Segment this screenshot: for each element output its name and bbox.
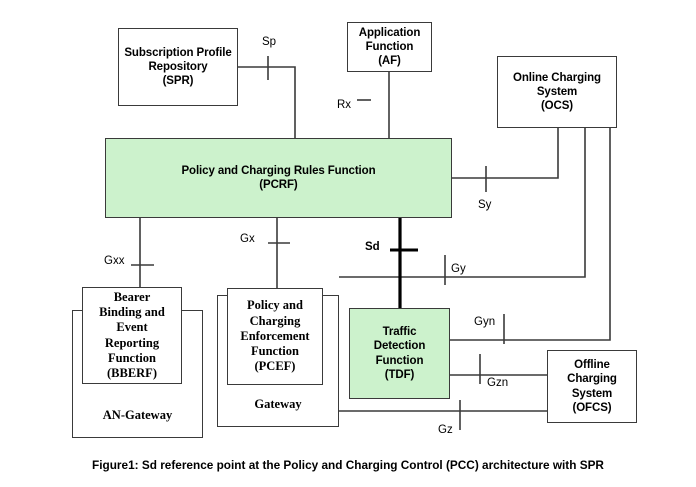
node-an-gateway-label: AN-Gateway (102, 407, 173, 422)
node-offline-charging-system[interactable]: Offline Charging System (OFCS) (547, 350, 637, 423)
node-policy-and-charging-enforcement-function[interactable]: Policy and Charging Enforcement Function… (227, 288, 323, 385)
interface-label-rx: Rx (337, 99, 352, 111)
node-pcrf-label: Policy and Charging Rules Function (PCRF… (181, 164, 376, 191)
interface-label-gyn: Gyn (474, 316, 496, 328)
wire-gyn (450, 128, 611, 341)
interface-label-gxx: Gxx (104, 255, 125, 267)
node-online-charging-system[interactable]: Online Charging System (OCS) (497, 56, 617, 128)
node-policy-and-charging-rules-function[interactable]: Policy and Charging Rules Function (PCRF… (105, 138, 452, 218)
node-subscription-profile-repository[interactable]: Subscription Profile Repository (SPR) (118, 28, 238, 106)
node-ofcs-label: Offline Charging System (OFCS) (567, 359, 617, 414)
node-application-function[interactable]: Application Function (AF) (347, 22, 432, 72)
interface-label-sp: Sp (262, 36, 277, 48)
wire-gy (339, 128, 586, 278)
node-af-label: Application Function (AF) (358, 26, 421, 67)
node-spr-label: Subscription Profile Repository (SPR) (124, 46, 232, 87)
node-traffic-detection-function[interactable]: Traffic Detection Function (TDF) (349, 308, 450, 399)
figure-caption: Figure1: Sd reference point at the Polic… (92, 458, 604, 472)
interface-label-gz: Gz (438, 424, 453, 436)
interface-label-sy: Sy (478, 199, 492, 211)
wire-sp (238, 66, 296, 138)
node-pcef-label: Policy and Charging Enforcement Function… (240, 298, 310, 374)
node-ocs-label: Online Charging System (OCS) (513, 71, 601, 112)
node-bearer-binding-and-event-reporting-function[interactable]: Bearer Binding and Event Reporting Funct… (82, 287, 182, 384)
interface-label-gx: Gx (240, 233, 255, 245)
interface-label-gzn: Gzn (487, 377, 509, 389)
interface-label-sd: Sd (365, 241, 380, 253)
wire-sy (452, 128, 559, 179)
interface-label-gy: Gy (451, 263, 466, 275)
node-gateway-label: Gateway (254, 396, 302, 411)
node-bberf-label: Bearer Binding and Event Reporting Funct… (99, 289, 165, 380)
node-tdf-label: Traffic Detection Function (TDF) (373, 326, 426, 381)
